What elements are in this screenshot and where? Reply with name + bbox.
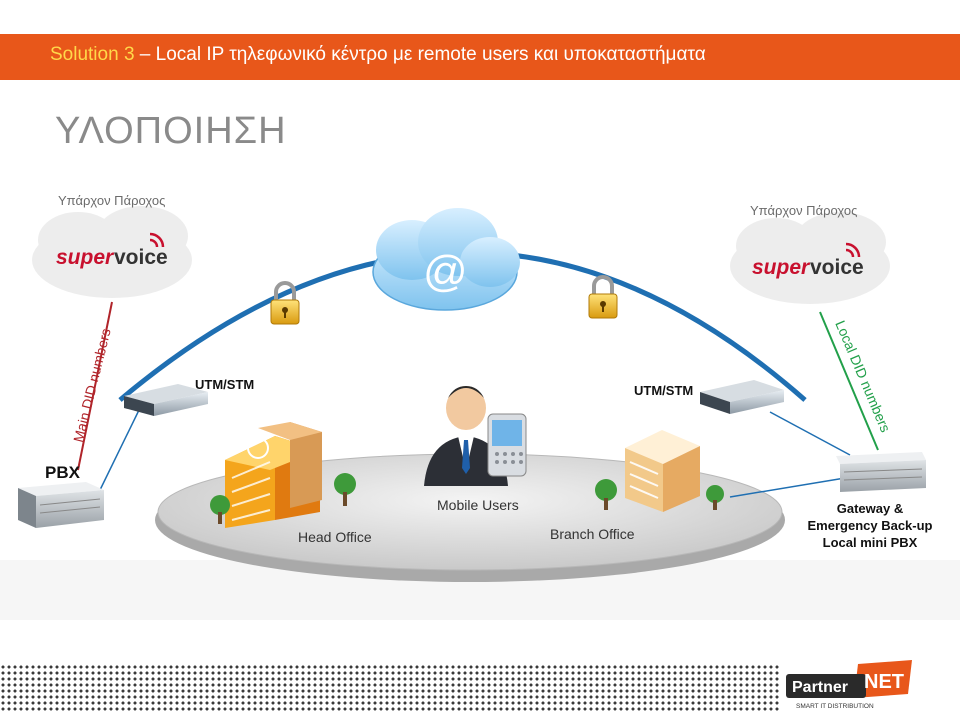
header-banner: Solution 3 – Local IP τηλεφωνικό κέντρο …	[0, 34, 960, 80]
provider-cloud-right	[730, 212, 890, 304]
svg-text:voice: voice	[114, 246, 168, 269]
utm-label-right: UTM/STM	[634, 383, 694, 398]
gateway-label-line2: Emergency Back-up	[807, 518, 933, 533]
pbx-utm-line	[99, 407, 141, 491]
supervoice-logo-left: super voice	[56, 232, 168, 269]
slide-title: Solution 3 – Local IP τηλεφωνικό κέντρο …	[50, 44, 706, 66]
svg-text:super: super	[56, 246, 115, 269]
svg-text:NET: NET	[864, 671, 904, 693]
footer-dot-pattern	[0, 664, 780, 712]
local-did-line	[819, 311, 879, 451]
provider-label-right: Υπάρχον Πάροχος	[750, 203, 858, 218]
mobile-user	[424, 386, 508, 486]
branch-office-building	[595, 430, 724, 512]
lock-icon-left	[270, 281, 300, 325]
provider-label-left: Υπάρχον Πάροχος	[58, 193, 166, 208]
utm-label-left: UTM/STM	[195, 377, 255, 392]
slide-title-rest: – Local IP τηλεφωνικό κέντρο με remote u…	[134, 44, 706, 65]
at-sign: @	[423, 247, 468, 296]
svg-text:Partner: Partner	[792, 679, 848, 696]
branch-gateway-line	[729, 477, 846, 498]
pbx-label: PBX	[45, 463, 80, 482]
internet-cloud: @	[372, 208, 520, 311]
lock-icon-right	[588, 275, 618, 319]
branch-office-label: Branch Office	[550, 526, 635, 542]
head-office-label: Head Office	[298, 529, 372, 545]
utm-gateway-line	[769, 411, 851, 456]
pbx-server	[18, 482, 104, 528]
smartphone-icon	[487, 413, 527, 477]
svg-text:super: super	[752, 256, 811, 279]
section-title: ΥΛΟΠΟΙΗΣΗ	[55, 110, 287, 152]
slide-title-prefix: Solution 3	[50, 44, 135, 65]
gateway-server	[836, 452, 926, 492]
gateway-label-line3: Local mini PBX	[822, 535, 918, 550]
svg-text:SMART IT DISTRIBUTION: SMART IT DISTRIBUTION	[796, 703, 874, 710]
mobile-users-label: Mobile Users	[437, 497, 519, 513]
utm-device-left	[124, 384, 208, 416]
gateway-label: Gateway & Emergency Back-up Local mini P…	[790, 500, 950, 551]
gateway-label-line1: Gateway &	[836, 501, 904, 516]
partnernet-logo: Partner NET SMART IT DISTRIBUTION	[786, 660, 912, 710]
utm-device-right	[700, 380, 784, 414]
main-did-line	[77, 301, 113, 471]
head-office-building	[210, 422, 356, 528]
svg-text:voice: voice	[810, 256, 864, 279]
supervoice-logo-right: super voice	[752, 242, 864, 279]
